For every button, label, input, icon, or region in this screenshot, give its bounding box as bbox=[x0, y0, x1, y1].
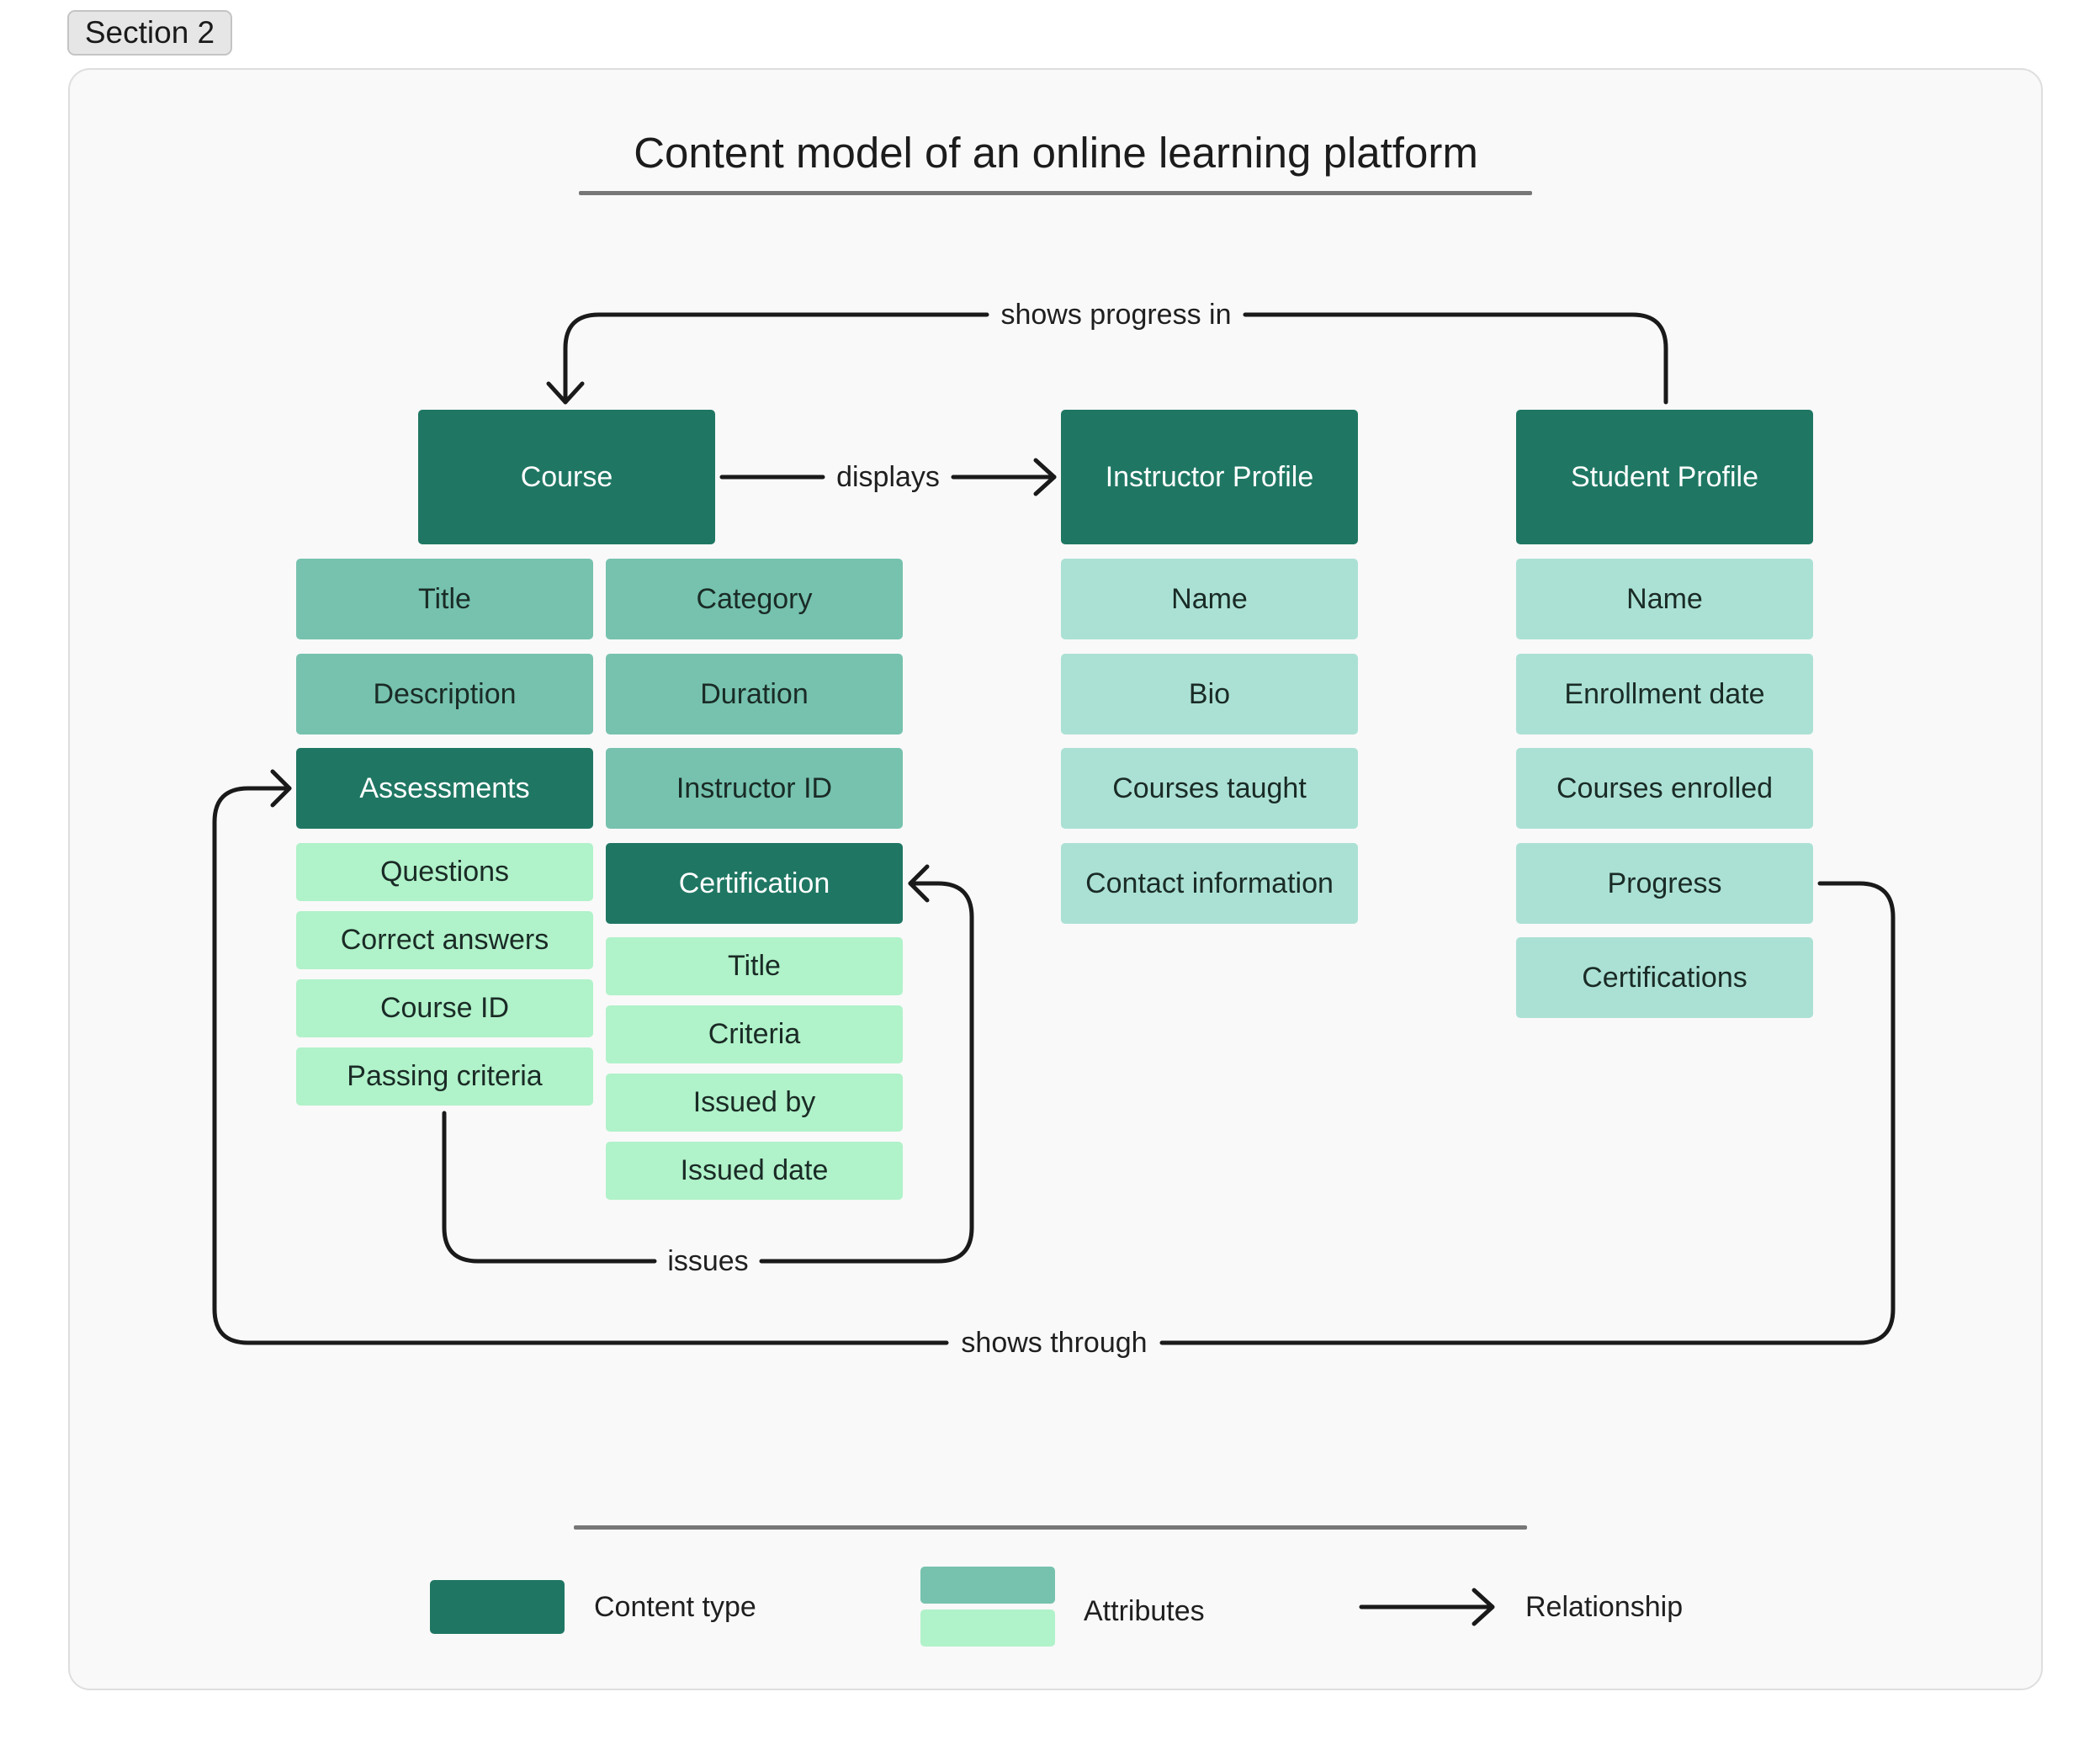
shows-progress-in-arrowhead bbox=[546, 381, 585, 405]
legend-attributes-label: Attributes bbox=[1084, 1594, 1205, 1627]
shows-through-label: shows through bbox=[961, 1326, 1148, 1359]
legend-attributes-swatch-secondary bbox=[920, 1609, 1055, 1647]
assessments-content-type: Assessments bbox=[296, 748, 593, 829]
shows-through-arrowhead bbox=[270, 769, 292, 808]
course-attr-title: Title bbox=[296, 559, 593, 639]
legend-content-type-swatch bbox=[430, 1580, 565, 1634]
displays-label: displays bbox=[836, 460, 940, 493]
instructor-attr-contact-information: Contact information bbox=[1061, 843, 1358, 924]
shows-progress-in-connector bbox=[563, 312, 1668, 405]
legend-attributes-swatch-primary bbox=[920, 1567, 1055, 1604]
student-attr-certifications: Certifications bbox=[1516, 937, 1813, 1018]
shows-through-connector bbox=[212, 786, 1896, 1345]
assessments-attr-correct-answers: Correct answers bbox=[296, 911, 593, 969]
issues-arrowhead bbox=[908, 864, 930, 903]
student-profile-content-type: Student Profile bbox=[1516, 410, 1813, 544]
displays-arrowhead bbox=[1033, 458, 1057, 496]
certification-attr-issued-by: Issued by bbox=[606, 1074, 903, 1132]
student-attr-enrollment-date: Enrollment date bbox=[1516, 654, 1813, 734]
assessments-attr-passing-criteria: Passing criteria bbox=[296, 1047, 593, 1106]
shows-progress-in-label: shows progress in bbox=[1000, 298, 1232, 331]
certification-attr-criteria: Criteria bbox=[606, 1005, 903, 1063]
legend-relationship-arrow bbox=[1359, 1588, 1495, 1626]
certification-attr-issued-date: Issued date bbox=[606, 1142, 903, 1200]
assessments-attr-questions: Questions bbox=[296, 843, 593, 901]
instructor-attr-courses-taught: Courses taught bbox=[1061, 748, 1358, 829]
student-attr-courses-enrolled: Courses enrolled bbox=[1516, 748, 1813, 829]
issues-label: issues bbox=[667, 1244, 749, 1277]
legend-content-type-label: Content type bbox=[594, 1590, 756, 1623]
issues-connector bbox=[442, 881, 974, 1264]
diagram-title: Content model of an online learning plat… bbox=[634, 128, 1478, 177]
course-attr-duration: Duration bbox=[606, 654, 903, 734]
legend-divider bbox=[574, 1525, 1527, 1530]
instructor-attr-bio: Bio bbox=[1061, 654, 1358, 734]
course-attr-category: Category bbox=[606, 559, 903, 639]
course-content-type: Course bbox=[418, 410, 715, 544]
course-attr-description: Description bbox=[296, 654, 593, 734]
title-underline bbox=[579, 191, 1532, 195]
legend-relationship-label: Relationship bbox=[1525, 1590, 1684, 1623]
assessments-attr-course-id: Course ID bbox=[296, 979, 593, 1037]
certification-attr-title: Title bbox=[606, 937, 903, 995]
instructor-attr-name: Name bbox=[1061, 559, 1358, 639]
student-attr-progress: Progress bbox=[1516, 843, 1813, 924]
course-attr-instructor-id: Instructor ID bbox=[606, 748, 903, 829]
certification-content-type: Certification bbox=[606, 843, 903, 924]
student-attr-name: Name bbox=[1516, 559, 1813, 639]
instructor-profile-content-type: Instructor Profile bbox=[1061, 410, 1358, 544]
section-tab[interactable]: Section 2 bbox=[67, 10, 232, 56]
